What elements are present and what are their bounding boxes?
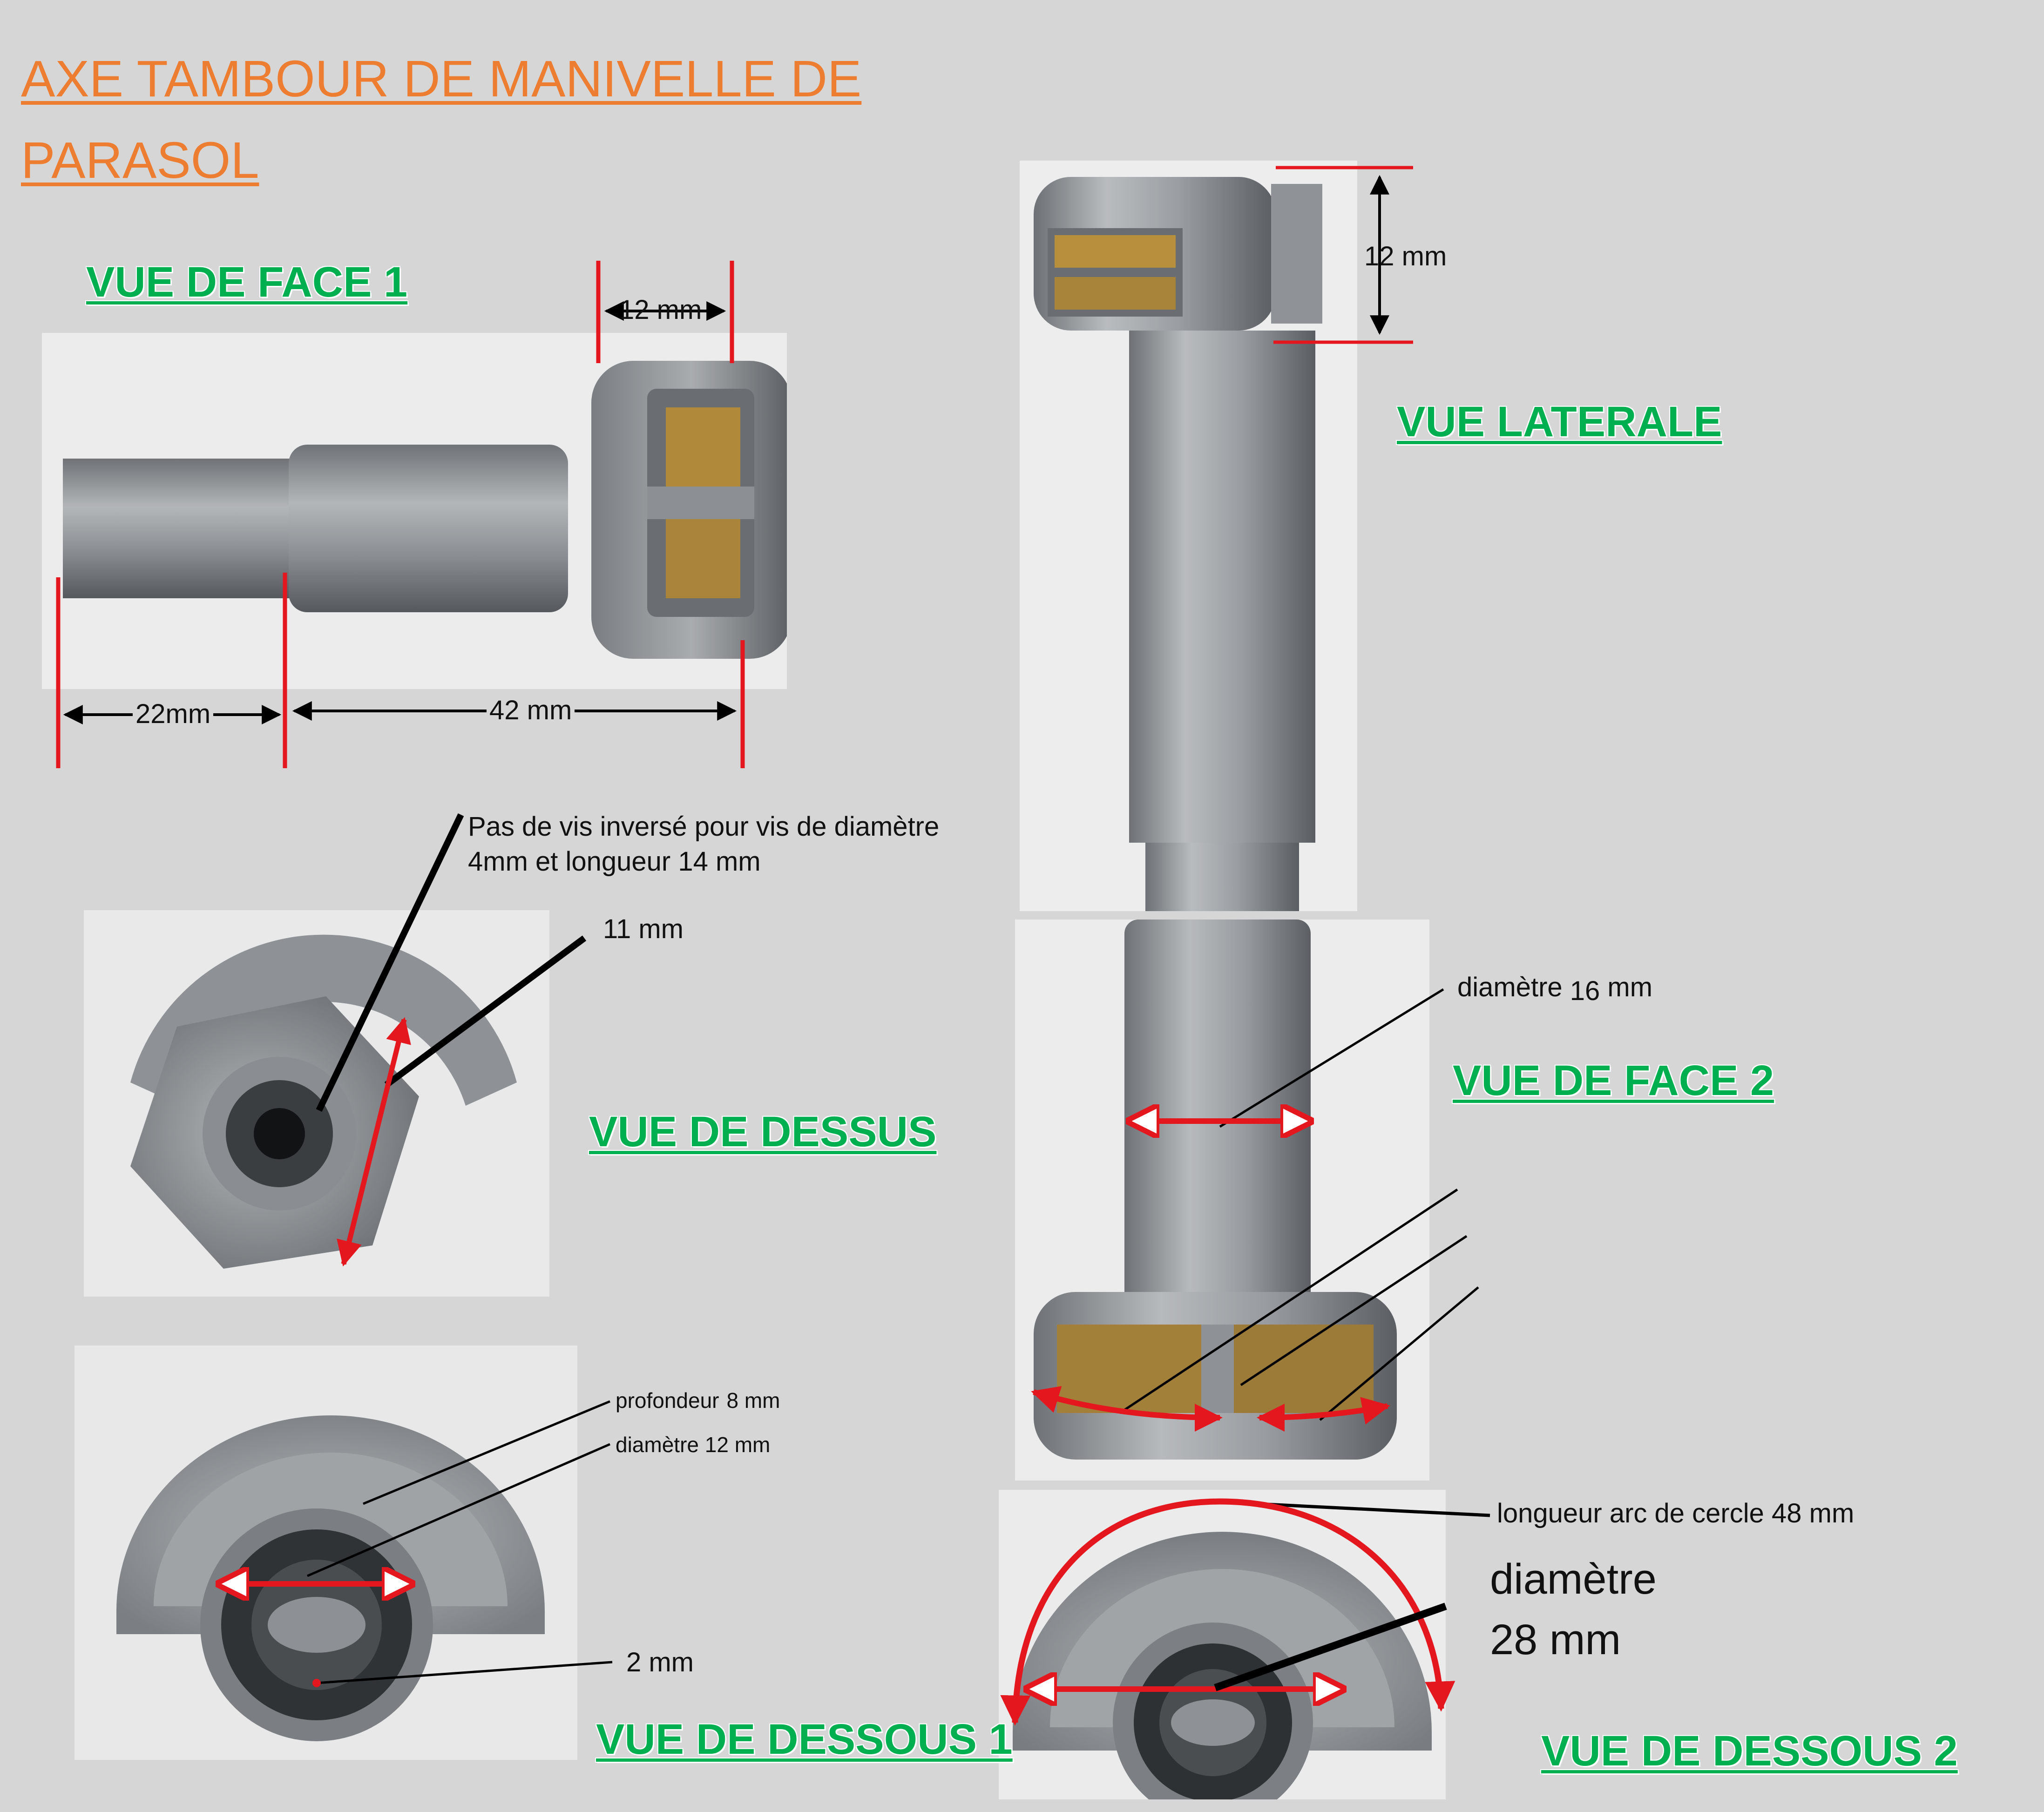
dim-depth: profondeur 8 mm bbox=[616, 1387, 780, 1414]
document-title-line2: PARASOL bbox=[21, 132, 259, 189]
view-label-face2: VUE DE FACE 2 bbox=[1453, 1057, 1774, 1104]
dim-shaft-diameter-word: diamètre bbox=[1457, 972, 1563, 1002]
photo-front-view-1 bbox=[42, 333, 787, 689]
view-label-dessous1: VUE DE DESSOUS 1 bbox=[596, 1716, 1013, 1763]
view-label-face1: VUE DE FACE 1 bbox=[86, 258, 408, 306]
document-title-line1: AXE TAMBOUR DE MANIVELLE DE bbox=[21, 50, 862, 108]
dim-bore-diameter: diamètre 12 mm bbox=[616, 1433, 771, 1457]
dim-outer-diameter-line1: diamètre bbox=[1490, 1555, 1657, 1603]
dim-depth-value: 8 mm bbox=[726, 1388, 780, 1413]
view-label-dessus: VUE DE DESSUS bbox=[589, 1108, 937, 1156]
dim-laterale-height: 12 mm bbox=[1364, 241, 1447, 271]
dim-arc-length: longueur arc de cercle 48 mm bbox=[1497, 1498, 1854, 1528]
dim-thread-line2: 4mm et longueur 14 mm bbox=[468, 846, 761, 877]
dim-face1-width: 12 mm bbox=[619, 295, 702, 325]
dim-depth-word: profondeur bbox=[616, 1388, 719, 1413]
photo-top-view bbox=[84, 910, 549, 1297]
dim-shaft-diameter-unit: mm bbox=[1607, 972, 1653, 1002]
dim-face1-left: 22mm bbox=[133, 697, 214, 731]
dim-outer-diameter-line2: 28 mm bbox=[1490, 1616, 1621, 1663]
dim-face1-right: 42 mm bbox=[487, 694, 575, 728]
dim-shaft-diameter: diamètre 16 mm bbox=[1457, 971, 1653, 1006]
photo-bottom-view-2 bbox=[999, 1490, 1446, 1799]
view-label-dessous2: VUE DE DESSOUS 2 bbox=[1541, 1727, 1958, 1775]
view-label-laterale: VUE LATERALE bbox=[1397, 398, 1722, 446]
dim-hex: 11 mm bbox=[603, 914, 684, 944]
dim-shaft-diameter-num: 16 bbox=[1570, 976, 1600, 1006]
dim-thread-line1: Pas de vis inversé pour vis de diamètre bbox=[468, 811, 940, 842]
dim-rim: 2 mm bbox=[626, 1647, 694, 1677]
photo-side-view bbox=[1020, 161, 1357, 911]
photo-bottom-view-1 bbox=[74, 1345, 577, 1760]
photo-front-view-2 bbox=[1015, 920, 1429, 1481]
